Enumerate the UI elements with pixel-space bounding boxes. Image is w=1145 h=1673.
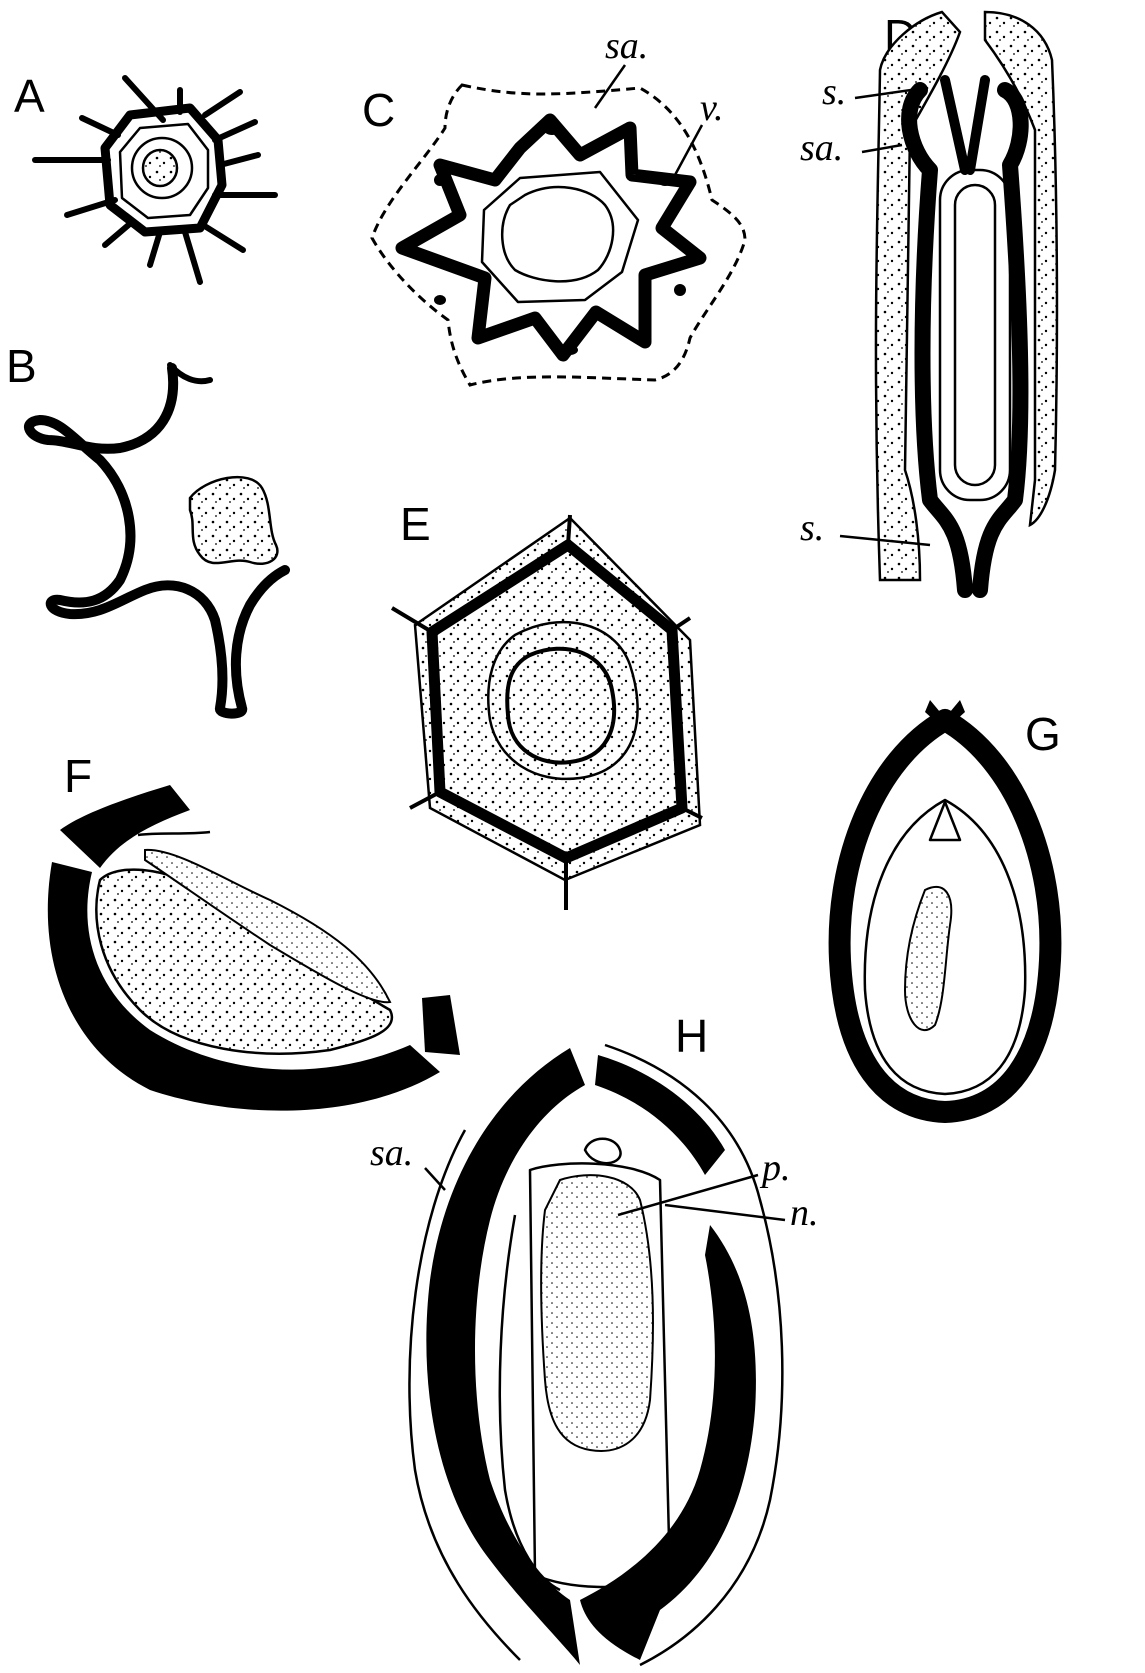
figure-g-micropyle [925,700,965,730]
figure-a-cell-body [130,136,194,200]
figure-g-nucellus [863,798,1027,1096]
label-d-s-bottom: s. [800,507,824,549]
figure-h-shell-left [426,1048,585,1665]
label-h-n: n. [790,1192,819,1234]
label-e: E [400,498,431,550]
figure-h-shell-top [595,1055,725,1175]
figure-g-beak [928,800,962,842]
figure-b-wall [24,363,290,719]
figure-g-embryo [903,885,953,1032]
figure-f-membrane [137,830,211,837]
figure-f-embryo [144,848,392,1004]
label-d-s-top: s. [822,71,846,113]
leader-h-sa [424,1167,446,1191]
label-d-sa: sa. [800,127,843,169]
figure-h-pollen-chamber [583,1137,622,1165]
figure-c: C sa. v. [362,25,747,387]
figure-b-protoplast [188,475,279,565]
label-h: H [675,1010,708,1062]
figure-d: D s. sa. s. [800,10,1059,598]
leader-h-p [617,1173,759,1217]
figure-h-nucellus [528,1162,672,1589]
leader-d-s-top [854,86,926,100]
figure-f-shell-upper [60,785,190,868]
figure-g: G [828,700,1062,1123]
figure-a-wall [100,103,227,237]
figure-h-sarcotesta-left [408,1129,521,1661]
figure-e-inner-membrane [487,620,639,781]
figure-d-sarcotesta [874,10,962,582]
label-c: C [362,84,395,136]
figure-f-shell-fragment [422,995,460,1055]
leader-d-s-bottom [839,534,931,547]
figure-c-nucellus [500,185,615,283]
figure-f: F [47,750,460,1111]
figure-d-micropyle [940,75,990,175]
figure-a: A [14,70,278,285]
label-f: F [64,750,92,802]
figure-e-sarcotesta [413,516,702,882]
figure-b: B [6,340,290,719]
leader-c-v [673,124,704,176]
label-a: A [14,70,45,122]
figure-d-nucellus-inner [953,183,997,487]
label-c-sa: sa. [605,25,648,67]
figure-c-sclerotesta [395,113,707,362]
figure-b-tip [167,362,213,385]
figure-a-inner-wall [118,122,210,220]
label-b: B [6,340,37,392]
label-g: G [1025,708,1061,760]
leader-c-sa [593,64,627,109]
figure-g-sclerotesta [828,709,1062,1123]
figure-e: E [390,498,703,910]
figure-d-nucellus-outer [938,168,1012,502]
label-c-v: v. [700,87,724,129]
figure-h-prothallus [540,1174,654,1452]
figure-f-shell-lower [47,862,440,1111]
leader-h-n [664,1203,786,1222]
label-h-p: p. [759,1147,791,1189]
figure-c-sarcotesta-outline [370,83,747,387]
label-h-sa: sa. [370,1132,413,1174]
figure-c-vascular-bundles [434,125,686,355]
figure-h-sarcotesta-right [604,1043,784,1667]
figure-e-ribs [390,514,703,910]
leader-d-sa [861,143,903,154]
figure-e-nucellus [505,646,617,765]
figure-c-inner-wall [480,170,640,304]
figure-h: H sa. p. n. [370,1010,819,1667]
figure-a-nucleus [141,148,179,188]
figure-d-sclerotesta [901,82,1029,598]
figure-h-shell-right [580,1225,756,1660]
figure-h-inner-membrane [498,1214,561,1592]
